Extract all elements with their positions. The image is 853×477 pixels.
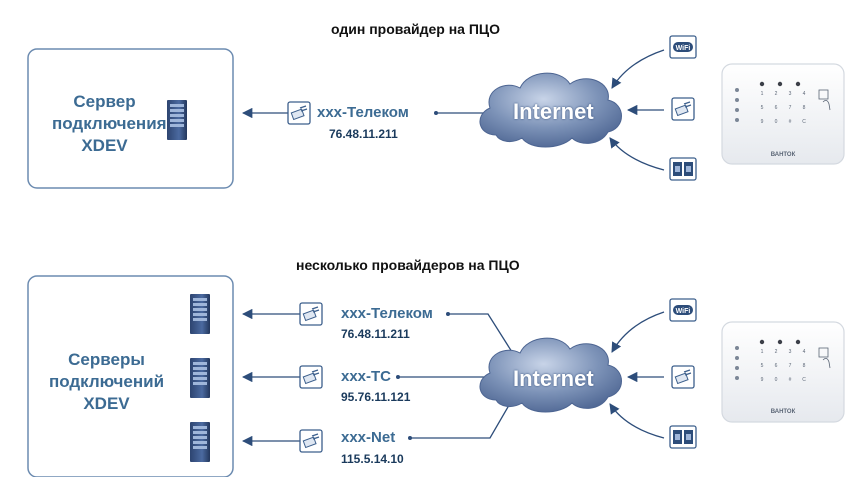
internet-cloud [479, 72, 622, 148]
modem-icon [287, 101, 311, 125]
link-sim-to-cloud [609, 403, 665, 439]
servers-box [27, 275, 234, 477]
sim-cards-icon [669, 157, 697, 181]
device-brand: ВАНТОК [771, 152, 796, 158]
sim-cards-icon [669, 425, 697, 449]
ethernet-icon [671, 365, 695, 389]
connection-dot [446, 312, 450, 316]
provider-ip: 95.76.11.121 [341, 390, 411, 404]
control-panel-device [721, 321, 845, 423]
link-wifi-to-cloud [611, 311, 665, 353]
server-tower-icon [190, 294, 210, 334]
device-brand: ВАНТОК [771, 409, 796, 415]
control-panel-device [721, 63, 845, 165]
bottom-heading: несколько провайдеров на ПЦО [296, 257, 520, 273]
server-tower-icon [190, 358, 210, 398]
provider-name: xxx-Net [341, 429, 396, 446]
modem-icon [299, 365, 323, 389]
top-heading: один провайдер на ПЦО [331, 21, 501, 37]
internet-cloud [479, 337, 622, 413]
provider-name: xxx-Телеком [341, 305, 433, 322]
connection-dot [408, 436, 412, 440]
connection-dot [434, 111, 438, 115]
link-wifi-to-cloud [611, 49, 665, 89]
provider-name: xxx-Телеком [317, 104, 409, 121]
modem-icon [299, 429, 323, 453]
internet-label: Internet [513, 99, 594, 124]
link-cloud-to-provider3 [410, 399, 513, 439]
wifi-icon [669, 298, 697, 322]
provider-name: xxx-ТС [341, 368, 392, 385]
link-cloud-to-provider1 [448, 313, 513, 353]
server-box [27, 48, 234, 189]
modem-icon [299, 302, 323, 326]
provider-ip: 76.48.11.211 [341, 327, 410, 341]
connection-dot [396, 375, 400, 379]
provider-ip: 115.5.14.10 [341, 452, 404, 466]
provider-ip: 76.48.11.211 [329, 127, 398, 141]
internet-label: Internet [513, 366, 594, 391]
ethernet-icon [671, 97, 695, 121]
link-sim-to-cloud [609, 137, 665, 171]
wifi-icon [669, 35, 697, 59]
server-tower-icon [167, 100, 187, 140]
server-tower-icon [190, 422, 210, 462]
